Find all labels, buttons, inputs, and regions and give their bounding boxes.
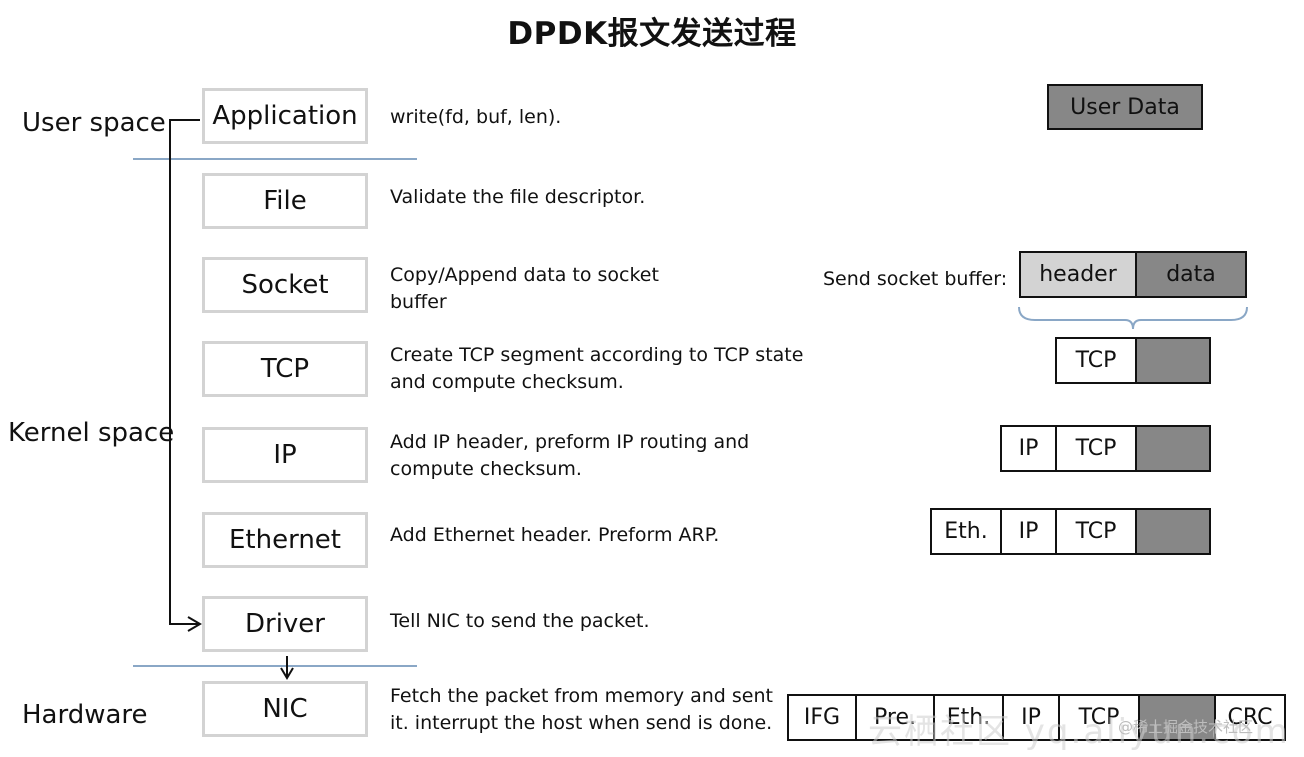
user-data-block: User Data [1047, 84, 1203, 130]
layer-application: Application [202, 88, 368, 144]
desc-nic: Fetch the packet from memory and sent it… [390, 685, 773, 734]
desc-ethernet: Add Ethernet header. Preform ARP. [390, 524, 720, 546]
desc-file: Validate the file descriptor. [390, 186, 646, 208]
user-kernel-separator [133, 158, 417, 160]
driver-nic-arrowhead [280, 667, 294, 680]
nic-data-cell [1138, 694, 1216, 741]
kernel-space-label: Kernel space [8, 418, 175, 448]
bypass-arrowhead [187, 616, 202, 632]
layer-file: File [202, 173, 368, 229]
layer-nic: NIC [202, 681, 368, 737]
nic-eth-cell: Eth. [933, 694, 1004, 741]
bypass-arrow [169, 119, 200, 625]
eth-data-cell [1135, 508, 1211, 555]
ip-tcp-cell: TCP [1055, 425, 1137, 472]
eth-header-cell: Eth. [930, 508, 1002, 555]
desc-ip: Add IP header, preform IP routing and co… [390, 431, 750, 480]
layer-tcp: TCP [202, 341, 368, 397]
socket-data-cell: data [1135, 251, 1247, 298]
tcp-data-cell [1135, 337, 1211, 384]
eth-ip-cell: IP [1000, 508, 1057, 555]
nic-ifg-cell: IFG [787, 694, 857, 741]
layer-ip: IP [202, 427, 368, 483]
watermark: 云栖社区 yq.aliyun.com [868, 712, 1290, 752]
desc-socket: Copy/Append data to socket buffer [390, 264, 659, 313]
diagram-title: DPDK报文发送过程 [507, 16, 797, 52]
ip-header-cell: IP [1000, 425, 1057, 472]
hardware-label: Hardware [22, 700, 148, 730]
desc-application: write(fd, buf, len). [390, 106, 562, 128]
send-socket-buffer-label: Send socket buffer: [823, 268, 1008, 290]
desc-driver: Tell NIC to send the packet. [390, 610, 650, 632]
layer-ethernet: Ethernet [202, 512, 368, 568]
layer-socket: Socket [202, 257, 368, 313]
eth-tcp-cell: TCP [1055, 508, 1137, 555]
nic-crc-cell: CRC [1214, 694, 1286, 741]
socket-header-cell: header [1019, 251, 1137, 298]
desc-tcp: Create TCP segment according to TCP stat… [390, 344, 804, 393]
kernel-hardware-separator [133, 665, 417, 667]
tcp-header-cell: TCP [1055, 337, 1137, 384]
watermark-sub: @稀土掘金技术社区 [1118, 718, 1254, 736]
ip-data-cell [1135, 425, 1211, 472]
socket-brace [1018, 306, 1248, 330]
layer-driver: Driver [202, 596, 368, 652]
user-space-label: User space [22, 108, 166, 138]
